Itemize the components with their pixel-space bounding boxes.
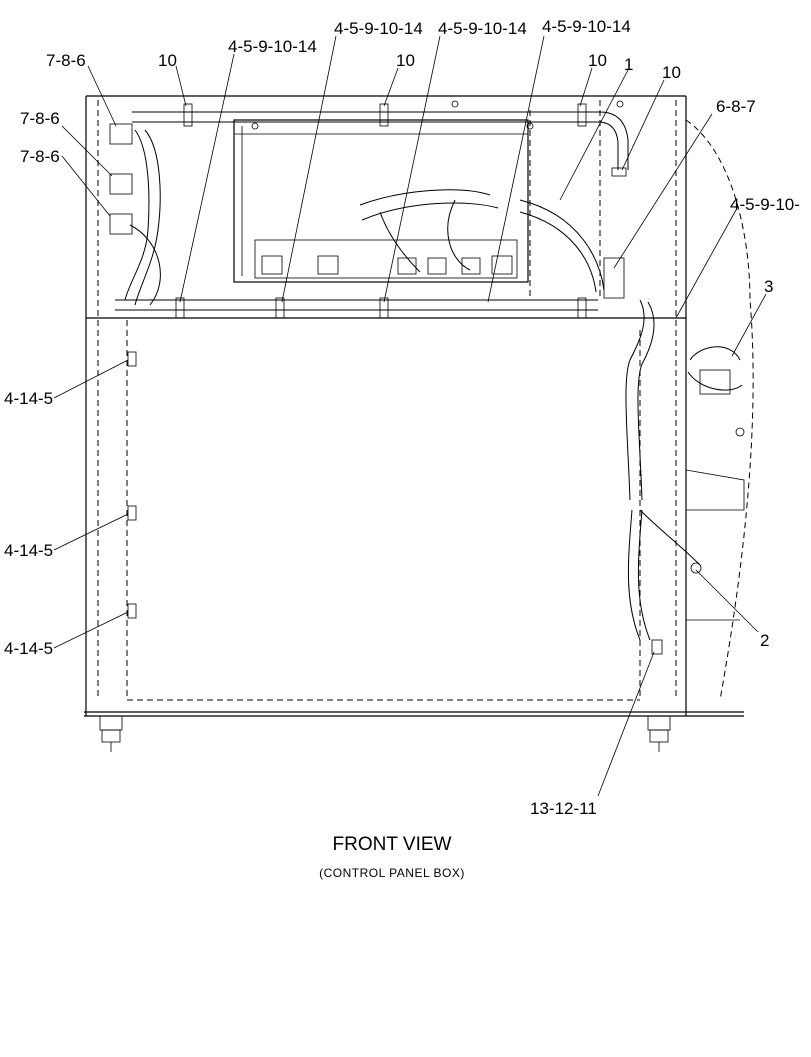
- callout-1: 1: [624, 55, 633, 74]
- callout-4-14-5-bottom: 4-14-5: [4, 639, 53, 658]
- leader-lines: [53, 35, 767, 797]
- callout-10-right: 10: [588, 51, 607, 70]
- callout-3: 3: [764, 277, 773, 296]
- cabinet-outline: [84, 95, 744, 717]
- callout-4-5-9-10-side: 4-5-9-10-: [730, 195, 800, 214]
- callout-4-14-5-top: 4-14-5: [4, 389, 53, 408]
- callout-7-8-6-top: 7-8-6: [46, 51, 86, 70]
- callout-4-5-9-10-14-center-right: 4-5-9-10-14: [438, 19, 527, 38]
- callout-2: 2: [760, 631, 769, 650]
- harness-rails: [115, 103, 629, 319]
- harness-bundles: [124, 129, 743, 641]
- callout-4-5-9-10-14-center-left: 4-5-9-10-14: [334, 19, 423, 38]
- callout-7-8-6-bottom: 7-8-6: [20, 147, 60, 166]
- view-subtitle: (CONTROL PANEL BOX): [319, 866, 465, 880]
- callout-6-8-7: 6-8-7: [716, 97, 756, 116]
- connectors: [109, 123, 663, 655]
- inner-panel: [233, 100, 624, 300]
- view-title: FRONT VIEW: [332, 834, 452, 855]
- callout-7-8-6-middle: 7-8-6: [20, 109, 60, 128]
- callout-labels: 7-8-6 7-8-6 7-8-6 10 10 10 10 4-5-9-10-1…: [4, 17, 800, 818]
- callout-13-12-11: 13-12-11: [530, 799, 597, 818]
- callout-10-far-right: 10: [662, 63, 681, 82]
- callout-4-14-5-middle: 4-14-5: [4, 541, 53, 560]
- callout-10-left: 10: [158, 51, 177, 70]
- callout-4-5-9-10-14-right: 4-5-9-10-14: [542, 17, 631, 36]
- callout-10-center: 10: [396, 51, 415, 70]
- callout-4-5-9-10-14-left: 4-5-9-10-14: [228, 37, 317, 56]
- cabinet-feet: [99, 715, 671, 752]
- right-side-components: [685, 119, 754, 701]
